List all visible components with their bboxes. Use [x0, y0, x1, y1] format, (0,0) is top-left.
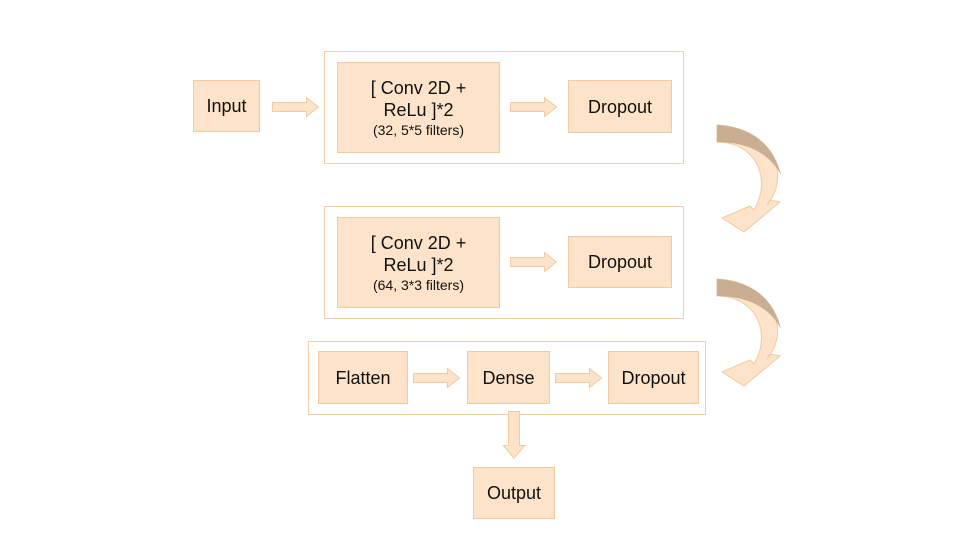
conv1-filters-label: (32, 5*5 filters) [372, 121, 465, 138]
dense-label: Dense [482, 367, 535, 388]
arrow-flatten-to-dense [413, 367, 461, 389]
flatten-label: Flatten [335, 367, 391, 388]
output-node: Output [473, 467, 555, 519]
curved-arrow-row1-to-row2 [716, 124, 782, 233]
dropout1-label: Dropout [587, 96, 653, 117]
arrow-input-to-conv1 [272, 96, 320, 118]
conv2-title-line2: ReLu ]*2 [383, 254, 454, 275]
dropout2-label: Dropout [587, 252, 653, 272]
dropout-1-node: Dropout [568, 80, 672, 133]
arrow-dense-to-output [502, 411, 526, 460]
conv1-title-line2: ReLu ]*2 [383, 99, 454, 120]
input-node: Input [193, 80, 260, 132]
arrow-conv2-to-dropout2 [510, 251, 558, 273]
arrow-dense-to-dropout3 [555, 367, 603, 389]
conv2-filters-label: (64, 3*3 filters) [372, 276, 465, 293]
arrow-conv1-to-dropout1 [510, 96, 558, 118]
input-label: Input [206, 96, 247, 116]
conv2-title-line1: [ Conv 2D + [370, 232, 467, 253]
dropout-3-node: Dropout [608, 351, 699, 404]
output-label: Output [486, 483, 542, 503]
curved-arrow-row2-to-row3 [716, 278, 782, 387]
dropout-2-node: Dropout [568, 236, 672, 288]
conv-block-1-node: [ Conv 2D + ReLu ]*2 (32, 5*5 filters) [337, 62, 500, 153]
dense-node: Dense [467, 351, 550, 404]
conv1-title-line1: [ Conv 2D + [370, 77, 467, 98]
conv-block-2-node: [ Conv 2D + ReLu ]*2 (64, 3*3 filters) [337, 217, 500, 308]
flatten-node: Flatten [318, 351, 408, 404]
dropout3-label: Dropout [621, 367, 686, 388]
